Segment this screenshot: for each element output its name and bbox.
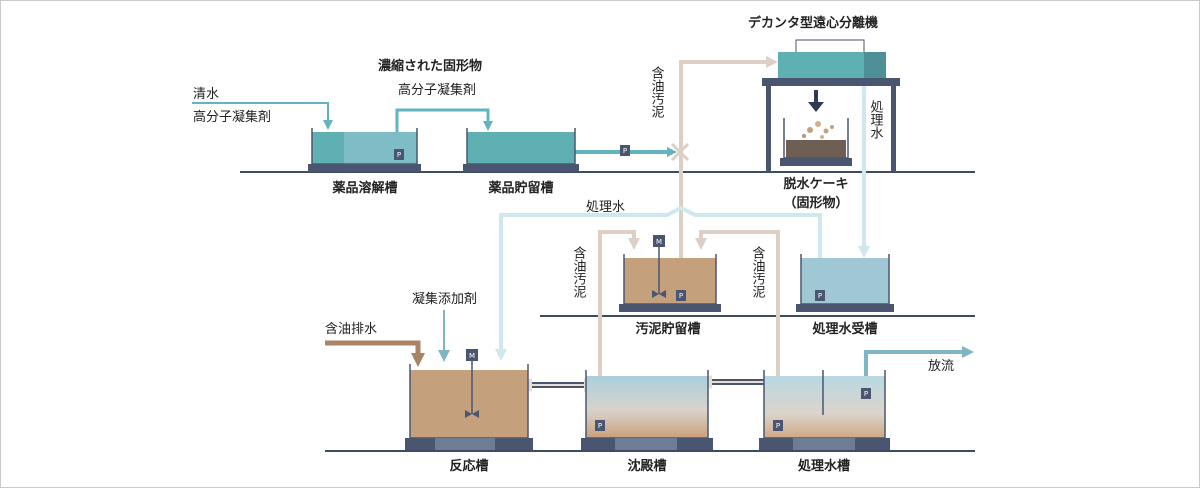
pump-icon: P xyxy=(773,420,783,431)
chemical-dissolution-tank xyxy=(308,128,421,172)
oil-sludge-to-decanter-pipe xyxy=(679,56,778,290)
tank-label-sludge-storage: 汚泥貯留槽 xyxy=(635,321,700,337)
mixer-icon: M xyxy=(652,235,666,298)
treated-water-tank xyxy=(759,370,890,450)
tank-label-settling: 沈殿槽 xyxy=(627,458,666,474)
dewatered-cake-label: 脱水ケーキ xyxy=(783,176,848,192)
tank-label-reaction: 反応槽 xyxy=(449,458,488,474)
tank-label-treated-water: 処理水槽 xyxy=(797,458,850,474)
svg-text:P: P xyxy=(818,292,822,300)
treated-water-decanter-label: 処理水 xyxy=(868,100,884,139)
polymer-transfer-pipe xyxy=(395,108,493,150)
svg-text:M: M xyxy=(469,352,475,360)
svg-text:P: P xyxy=(598,422,602,430)
treated-water-return-pipe xyxy=(495,205,822,361)
pump-icon: P xyxy=(676,290,686,301)
svg-text:P: P xyxy=(776,422,780,430)
clear-water-pipe xyxy=(192,102,333,130)
svg-text:P: P xyxy=(397,151,401,159)
oily-wastewater-pipe xyxy=(325,340,425,367)
sludge-storage-tank xyxy=(619,254,721,312)
junction-mark xyxy=(670,142,690,162)
treatment-sludge-pipe xyxy=(695,230,780,418)
polymer-mid-label: 高分子凝集剤 xyxy=(398,82,476,98)
mixer-icon: M xyxy=(465,349,479,418)
polymer-in-label: 高分子凝集剤 xyxy=(193,109,271,125)
oily-wastewater-label: 含油排水 xyxy=(325,321,377,337)
tank-label-treated-receiving: 処理水受槽 xyxy=(811,321,877,337)
svg-text:P: P xyxy=(623,147,627,155)
reaction-tank xyxy=(405,364,533,450)
settling-tank xyxy=(581,370,713,450)
svg-text:M: M xyxy=(656,238,662,246)
cake-drop-arrow-head xyxy=(808,102,824,112)
settling-sludge-pipe xyxy=(598,230,640,418)
coagulant-aid-label: 凝集添加剤 xyxy=(412,291,477,307)
chemical-storage-tank xyxy=(463,128,579,172)
clear-water-label: 清水 xyxy=(193,87,219,102)
tank-label-chem-dissolve: 薬品溶解槽 xyxy=(331,180,397,196)
pump-icon: P xyxy=(595,420,605,431)
oil-sludge-top-label: 含油汚泥 xyxy=(649,65,665,118)
dewatered-cake-sub-label: （固形物） xyxy=(783,195,848,211)
concentrated-solid-label: 濃縮された固形物 xyxy=(378,58,482,74)
pump-icon: P xyxy=(394,149,404,160)
pump-icon: P xyxy=(861,388,871,399)
discharge-label: 放流 xyxy=(928,359,954,374)
dewatered-cake-bin xyxy=(780,118,852,166)
tank-label-chem-storage: 薬品貯留槽 xyxy=(487,180,553,196)
treated-water-receiving-tank xyxy=(796,254,894,312)
svg-text:P: P xyxy=(864,390,868,398)
pump-icon: P xyxy=(620,145,630,156)
decanter-label: デカンタ型遠心分離機 xyxy=(748,15,878,31)
decanter-centrifuge xyxy=(762,39,900,172)
svg-text:P: P xyxy=(679,292,683,300)
oil-sludge-left-label: 含油汚泥 xyxy=(571,245,587,298)
oil-sludge-right-label: 含油汚泥 xyxy=(750,245,766,298)
treated-water-mid-label: 処理水 xyxy=(586,200,625,215)
pump-icon: P xyxy=(815,290,825,301)
